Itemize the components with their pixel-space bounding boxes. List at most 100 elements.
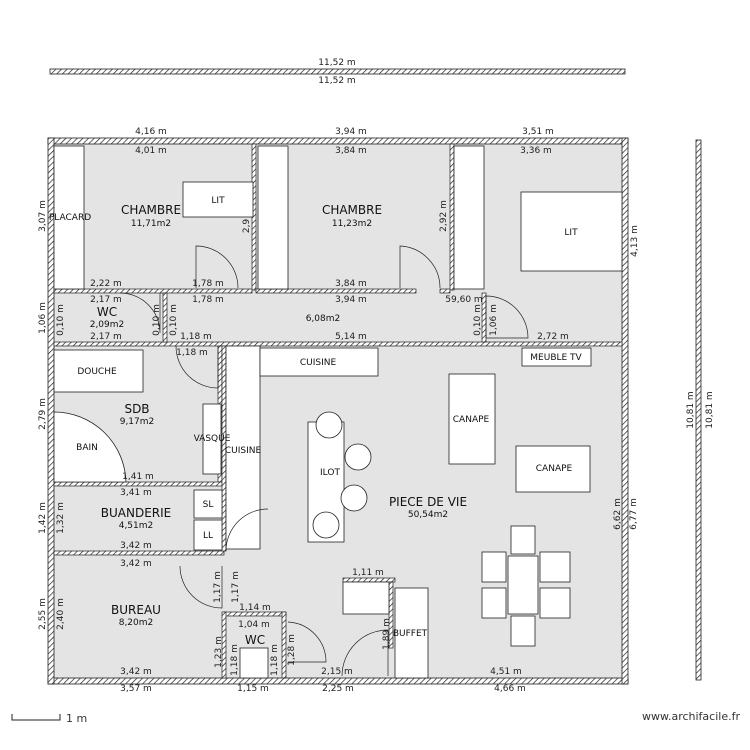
dim-ch2-right: 2,92 m [439,200,449,232]
dining-table [507,555,539,615]
dim-liv-bottom-right: 4,51 m [490,667,522,677]
room-area-chambre-2: 11,23m2 [332,219,372,229]
room-area-chambre-1: 11,71m2 [131,219,171,229]
dim-top-ext-3: 3,51 m [522,127,554,137]
room-name-wc-2: WC [245,633,265,647]
label-lit-1: LIT [211,196,225,206]
dim-passage-top: 1,11 m [352,568,384,578]
room-name-sdb: SDB [124,402,149,416]
dim-left-wc1-b: 0,10 m [56,304,66,336]
label-canape-2: CANAPE [536,464,573,474]
dim-corr-top-right: 59,60 m [445,295,482,305]
passage-unit [342,581,390,615]
dim-left-buand-a: 1,42 m [38,502,48,534]
watermark[interactable]: www.archifacile.fr [642,710,740,723]
dim-ch1-bottom-right: 1,78 m [192,279,224,289]
dim-wc1-right-a: 0,10 m [152,304,162,336]
room-area-piece-de-vie: 50,54m2 [408,510,448,520]
dim-ext-bottom-2: 1,15 m [237,684,269,694]
dim-ext-bottom-4: 4,66 m [494,684,526,694]
wardrobes [53,145,485,550]
label-ll: LL [203,531,213,541]
dim-buand-bottom: 3,42 m [120,541,152,551]
bed-1 [182,181,254,218]
label-bain: BAIN [76,443,98,453]
bed-2 [520,191,623,272]
island-stools [312,411,372,539]
label-sl: SL [203,500,214,510]
dim-wc2-right-b: 1,28 m [287,634,297,666]
label-cuisine-side: CUISINE [225,446,262,456]
dim-buffet-left: 1,89 m [382,618,392,650]
room-name-bureau: BUREAU [111,603,161,617]
label-ilot: ILOT [320,468,340,478]
dim-wc1-bottom: 2,17 m [90,332,122,342]
exterior-walls [47,137,629,685]
room-name-chambre-1: CHAMBRE [121,203,181,217]
dim-passage-left-b: 1,17 m [231,571,241,603]
dim-left-sdb: 2,79 m [38,398,48,430]
shower [53,349,144,393]
scale-label: 1 m [66,712,87,725]
label-vasque: VASQUE [194,434,231,444]
dim-wc2-left-a: 1,23 m [214,636,224,668]
dim-left-bureau-b: 2,40 m [56,598,66,630]
dim-wc2-top-ext: 1,14 m [239,603,271,613]
dim-corr-bottom-c: 1,18 m [176,348,208,358]
dim-top-int-1: 4,01 m [135,146,167,156]
dim-wc1-right-b: 0,10 m [169,304,179,336]
dim-overall-bottom: 11,52 m [318,76,355,86]
washbasin-unit [202,403,222,475]
dim-bureau-top: 3,42 m [120,559,152,569]
room-name-piece-de-vie: PIECE DE VIE [389,495,467,509]
label-canape-1: CANAPE [453,415,490,425]
dim-top-ext-1: 4,16 m [135,127,167,137]
dim-ext-bottom-1: 3,57 m [120,684,152,694]
dim-corr-right-b: 1,06 m [489,304,499,336]
dim-corr-bottom-b: 5,14 m [335,332,367,342]
dim-left-wc1-a: 1,06 m [38,302,48,334]
room-name-chambre-2: CHAMBRE [322,203,382,217]
tv-unit [521,347,592,367]
dim-wc2-left-b: 1,18 m [230,644,240,676]
dim-ch1-right: 2,9 [242,219,252,234]
dryer-ll [193,519,223,551]
label-placard: PLACARD [49,213,91,223]
dim-ch3-bottom: 2,72 m [537,332,569,342]
room-area-couloir: 6,08m2 [306,314,341,324]
label-meuble-tv: MEUBLE TV [530,353,582,363]
dim-corr-top-left: 2,17 m [90,295,122,305]
room-area-bureau: 8,20m2 [119,618,154,628]
dim-overall-top: 11,52 m [318,58,355,68]
dim-ch3-right: 4,13 m [630,225,640,257]
label-buffet: BUFFET [393,629,428,639]
dim-left-buand-b: 1,32 m [56,502,66,534]
dim-left-ch1: 3,07 m [38,200,48,232]
dim-top-int-3: 3,36 m [520,146,552,156]
dim-overall-right-a: 10,81 m [686,391,696,428]
dim-liv-right-a: 6,62 m [613,498,623,530]
washer-sl [193,489,223,519]
dim-corr-bottom-a: 1,18 m [180,332,212,342]
bathtub [53,411,127,483]
dim-ext-bottom-3: 2,25 m [322,684,354,694]
wc-toilet [239,647,269,679]
dim-ch2-bottom: 3,84 m [335,279,367,289]
dim-wc2-top-int: 1,04 m [238,620,270,630]
room-name-buanderie: BUANDERIE [101,506,171,520]
dim-buand-top: 3,41 m [120,488,152,498]
dim-top-int-2: 3,84 m [335,146,367,156]
dim-liv-right-b: 6,77 m [629,498,639,530]
dim-passage-left-a: 1,17 m [213,571,223,603]
dim-top-ext-2: 3,94 m [335,127,367,137]
overall-height-bar [695,139,702,681]
dim-overall-right-b: 10,81 m [705,391,715,428]
dim-corr-top-mid: 1,78 m [192,295,224,305]
dim-corr-right-a: 0,10 m [473,304,483,336]
dim-corr-top-center: 3,94 m [335,295,367,305]
scale-bar [11,714,61,721]
buffet-unit [394,587,429,679]
label-lit-2: LIT [564,228,578,238]
dim-wc2-right-a: 1,18 m [270,644,280,676]
